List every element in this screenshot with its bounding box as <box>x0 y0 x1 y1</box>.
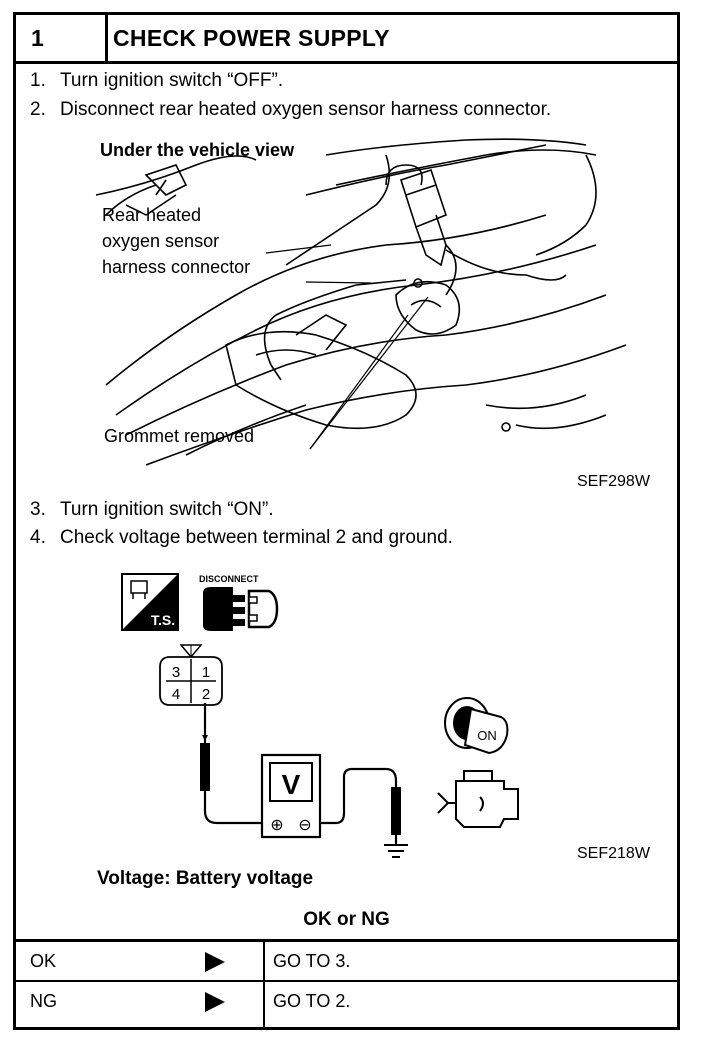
voltmeter-circuit: V ⊕ ⊖ <box>200 703 408 858</box>
instruction-text: Turn ignition switch “ON”. <box>60 499 274 520</box>
figure1-id: SEF298W <box>577 473 650 490</box>
arrow-right-icon <box>205 952 225 972</box>
instruction-2: 2. Disconnect rear heated oxygen sensor h… <box>30 99 551 121</box>
grommet-callout: Grommet removed <box>104 426 255 446</box>
instruction-number: 3. <box>30 499 46 520</box>
figure2-id: SEF218W <box>577 845 650 862</box>
instruction-text: Disconnect rear heated oxygen sensor har… <box>60 99 552 120</box>
instruction-text: Check voltage between terminal 2 and gro… <box>60 527 453 548</box>
result-row-ng: NG GO TO 2. <box>16 982 677 1028</box>
instruction-3: 3. Turn ignition switch “ON”. <box>30 499 274 521</box>
connector-callout-line-2: oxygen sensor <box>102 231 220 251</box>
meter-label: V <box>282 769 301 800</box>
ts-label: T.S. <box>151 612 175 628</box>
result-row-ok: OK GO TO 3. <box>16 942 677 982</box>
instruction-text: Turn ignition switch “OFF”. <box>60 70 284 91</box>
instruction-number: 1. <box>30 70 46 91</box>
instruction-number: 2. <box>30 99 46 120</box>
result-action: GO TO 2. <box>273 991 351 1011</box>
disconnect-connector-icon <box>203 587 279 631</box>
instruction-1: 1. Turn ignition switch “OFF”. <box>30 70 283 92</box>
engine-icon <box>437 770 519 828</box>
terminal-3: 3 <box>172 664 180 681</box>
connector-callout-line-1: Rear heated <box>102 205 202 225</box>
negative-terminal: ⊖ <box>298 815 311 834</box>
connector-terminal-diagram: 3 1 4 2 <box>159 644 223 706</box>
result-table: OK GO TO 3. NG GO TO 2. <box>16 939 677 1028</box>
result-action: GO TO 3. <box>273 951 351 971</box>
positive-terminal: ⊕ <box>270 815 283 834</box>
table-divider <box>263 942 265 980</box>
result-title: OK or NG <box>303 909 390 930</box>
under-vehicle-illustration <box>95 138 627 466</box>
voltage-spec: Voltage: Battery voltage <box>97 868 314 889</box>
step-title: CHECK POWER SUPPLY <box>113 25 390 51</box>
ignition-key-icon: ON <box>444 697 509 755</box>
view-label: Under the vehicle view <box>100 140 295 160</box>
terminal-2: 2 <box>202 686 210 703</box>
step-header: 1 CHECK POWER SUPPLY <box>16 15 677 64</box>
ts-icon: T.S. <box>121 573 179 631</box>
result-label: NG <box>30 991 57 1011</box>
instruction-4: 4. Check voltage between terminal 2 and g… <box>30 527 453 549</box>
terminal-1: 1 <box>202 664 210 681</box>
terminal-4: 4 <box>172 686 180 703</box>
disconnect-label: DISCONNECT <box>199 574 259 584</box>
arrow-right-icon <box>205 992 225 1012</box>
instruction-number: 4. <box>30 527 46 548</box>
key-on-label: ON <box>477 728 497 743</box>
step-number: 1 <box>31 25 44 51</box>
result-label: OK <box>30 951 57 971</box>
header-divider <box>105 15 108 61</box>
table-divider <box>263 982 265 1028</box>
connector-callout-line-3: harness connector <box>102 257 251 277</box>
procedure-frame: 1 CHECK POWER SUPPLY 1. Turn ignition swi… <box>13 12 680 1030</box>
